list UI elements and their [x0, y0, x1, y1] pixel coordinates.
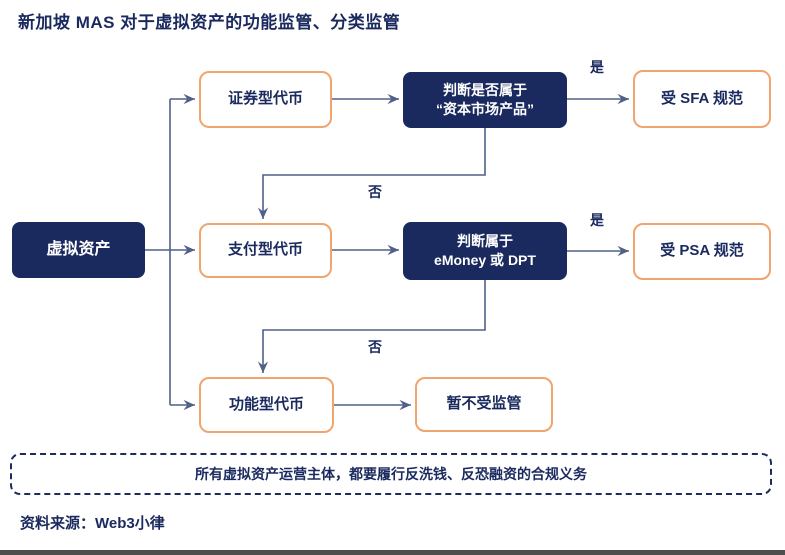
connector-decision1-no-payment — [257, 128, 486, 219]
edge-label-no-2: 否 — [368, 339, 382, 355]
source-attribution: 资料来源：Web3小律 — [20, 515, 165, 532]
node-decision-capital-market: 判断是否属于 “资本市场产品” — [403, 72, 567, 128]
node-payment-token: 支付型代币 — [199, 223, 332, 278]
node-decision-emoney-dpt: 判断属于 eMoney 或 DPT — [403, 222, 567, 280]
edge-label-yes-1: 是 — [590, 59, 604, 75]
node-sfa-regulated: 受 SFA 规范 — [633, 70, 771, 128]
decision2-line2: eMoney 或 DPT — [434, 252, 536, 268]
decision1-line2: “资本市场产品” — [436, 101, 534, 117]
decision2-line1: 判断属于 — [457, 233, 513, 250]
edge-label-yes-2: 是 — [590, 212, 604, 228]
node-virtual-asset: 虚拟资产 — [12, 222, 145, 278]
compliance-note: 所有虚拟资产运营主体，都要履行反洗钱、反恐融资的合规义务 — [10, 453, 772, 495]
node-security-token: 证券型代币 — [199, 71, 332, 128]
edge-label-no-1: 否 — [368, 184, 382, 200]
node-utility-token: 功能型代币 — [199, 377, 334, 433]
node-not-regulated: 暂不受监管 — [415, 377, 553, 432]
node-psa-regulated: 受 PSA 规范 — [633, 223, 771, 280]
bottom-cropped-bar — [0, 550, 785, 555]
connector-decision2-no-utility — [257, 280, 486, 373]
compliance-note-text: 所有虚拟资产运营主体，都要履行反洗钱、反恐融资的合规义务 — [195, 466, 587, 482]
decision1-line1: 判断是否属于 — [443, 82, 527, 99]
page-title: 新加坡 MAS 对于虚拟资产的功能监管、分类监管 — [18, 13, 401, 32]
